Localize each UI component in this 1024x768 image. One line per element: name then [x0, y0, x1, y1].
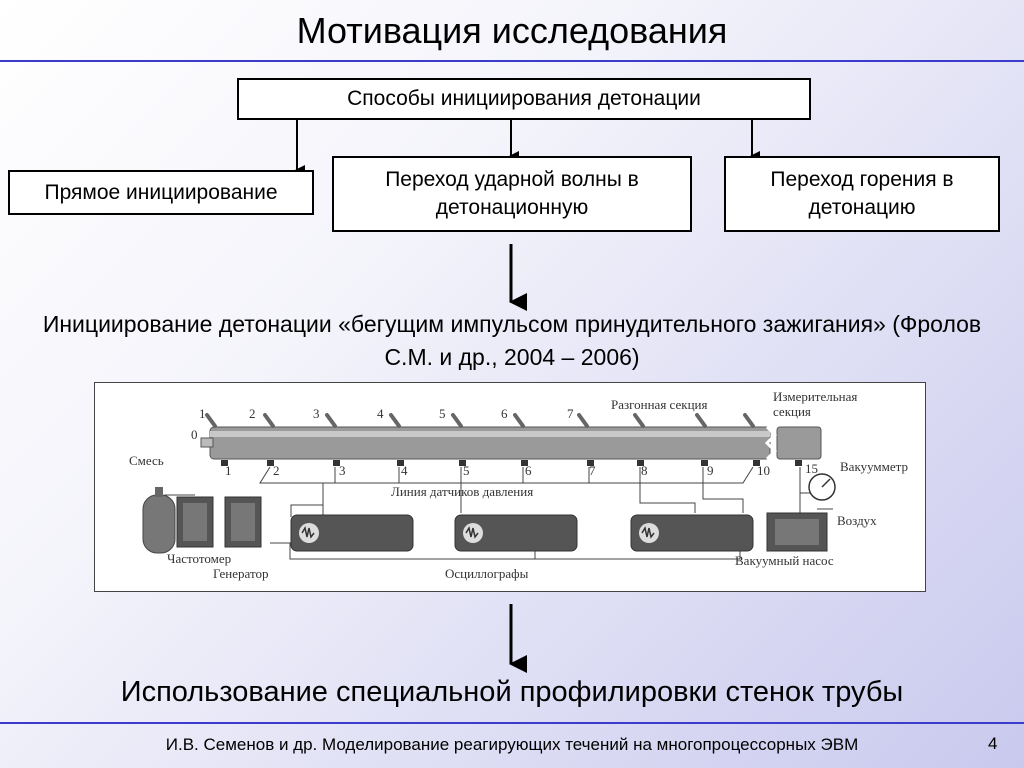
gas-cylinder	[142, 494, 176, 554]
label-mixture: Смесь	[129, 453, 164, 468]
label-sensor-line: Линия датчиков давления	[391, 484, 533, 499]
label-oscillographs: Осциллографы	[445, 566, 529, 581]
measuring-tube	[776, 426, 822, 460]
methods-header-label: Способы инициирования детонации	[347, 87, 701, 110]
svg-text:8: 8	[641, 463, 648, 478]
footer-text: И.В. Семенов и др. Моделирование реагиру…	[165, 735, 859, 754]
svg-text:3: 3	[313, 406, 320, 421]
oscillograph-1	[290, 514, 414, 552]
conclusion-text: Использование специальной профилировки с…	[120, 676, 904, 708]
svg-text:4: 4	[401, 463, 408, 478]
page-number: 4	[988, 734, 998, 753]
combustion-transition-box: Переход горения в детонацию	[724, 156, 1000, 232]
combustion-transition-label: Переход горения в детонацию	[770, 168, 954, 219]
svg-text:2: 2	[273, 463, 280, 478]
svg-text:6: 6	[501, 406, 508, 421]
label-vacuum-pump: Вакуумный насос	[735, 553, 834, 568]
label-accel-section: Разгонная секция	[611, 397, 707, 412]
initiation-text: Инициирование детонации «бегущим импульс…	[42, 311, 982, 370]
svg-text:4: 4	[377, 406, 384, 421]
oscillograph-2	[454, 514, 578, 552]
svg-text:1: 1	[199, 406, 206, 421]
label-generator: Генератор	[213, 566, 268, 581]
label-zero: 0	[191, 427, 198, 442]
label-valve-15: 15	[805, 461, 818, 476]
label-frequency-meter: Частотомер	[167, 551, 231, 566]
svg-text:10: 10	[757, 463, 770, 478]
label-air: Воздух	[837, 513, 877, 528]
title-divider	[0, 60, 1024, 62]
svg-text:7: 7	[589, 463, 596, 478]
svg-text:3: 3	[339, 463, 346, 478]
svg-text:6: 6	[525, 463, 532, 478]
direct-initiation-label: Прямое инициирование	[44, 180, 278, 204]
shock-transition-label: Переход ударной волны в детонационную	[385, 168, 639, 219]
slide-title: Мотивация исследования	[296, 10, 728, 51]
methods-header-box: Способы инициирования детонации	[237, 78, 811, 120]
experiment-schematic: 0 Смесь Разгонная секция Измерительная с…	[94, 382, 926, 592]
oscillograph-3	[630, 514, 754, 552]
label-meas-section-1: Измерительная	[773, 389, 857, 404]
svg-text:1: 1	[225, 463, 232, 478]
svg-text:5: 5	[439, 406, 446, 421]
label-meas-section-2: секция	[773, 404, 811, 419]
shock-transition-box: Переход ударной волны в детонационную	[332, 156, 692, 232]
footer-divider	[0, 722, 1024, 724]
sensor-numbers: 1 2 3 4 5 6 7 8 9 10	[225, 463, 770, 478]
svg-text:7: 7	[567, 406, 574, 421]
svg-text:9: 9	[707, 463, 714, 478]
svg-text:5: 5	[463, 463, 470, 478]
svg-text:2: 2	[249, 406, 256, 421]
label-vacuum-gauge: Вакуумметр	[840, 459, 908, 474]
igniter-numbers: 1 2 3 4 5 6 7	[199, 406, 574, 421]
direct-initiation-box: Прямое инициирование	[8, 170, 314, 215]
